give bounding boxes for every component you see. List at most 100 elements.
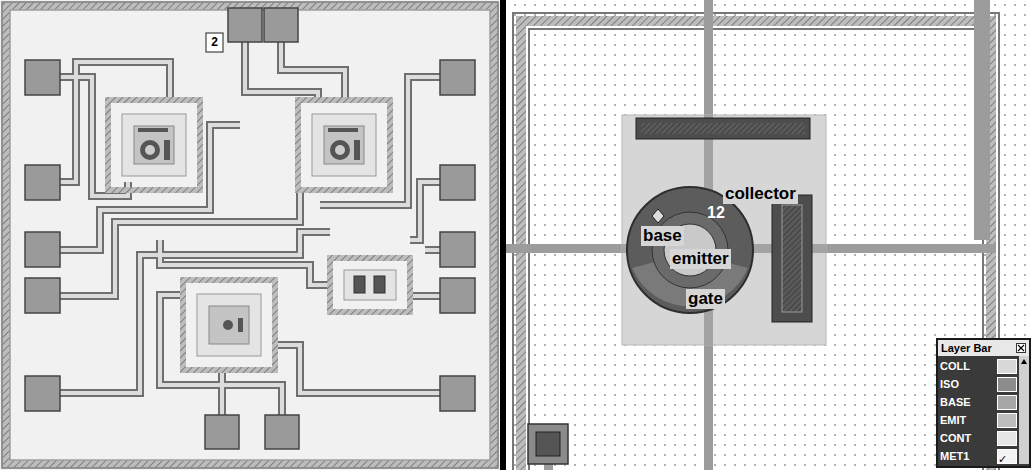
zoomed-cell xyxy=(506,0,1033,470)
transistor-cell xyxy=(324,126,364,164)
base-region xyxy=(622,115,826,345)
transistor-cell xyxy=(108,100,200,190)
transistor-cell xyxy=(209,306,249,344)
transistor-cell xyxy=(328,128,358,132)
bond-pad xyxy=(440,278,475,313)
layer-row: ISO xyxy=(940,375,1017,393)
transistor-cell xyxy=(298,100,390,190)
metal-wire xyxy=(281,42,345,100)
bond-pad xyxy=(440,376,475,411)
transistor-cell xyxy=(138,128,168,132)
layer-row: CONT xyxy=(940,429,1017,447)
transistor-cell xyxy=(108,100,390,370)
bond-pad xyxy=(25,165,60,200)
layer-list: COLL ISO BASE EMIT CONT MET1 ✓ xyxy=(938,356,1029,466)
metal-wire xyxy=(60,77,128,196)
gate-contact xyxy=(772,195,812,322)
resistor-cell xyxy=(330,258,410,312)
transistor-cell xyxy=(183,280,275,370)
layer-swatch xyxy=(997,395,1017,410)
collector-contact xyxy=(636,118,810,139)
bond-pad xyxy=(440,60,475,95)
bond-pad xyxy=(265,415,299,449)
zoomed-cell xyxy=(506,0,1033,470)
layer-swatch xyxy=(997,431,1017,446)
bond-pad xyxy=(25,278,60,313)
transistor-cell xyxy=(298,100,390,190)
chip-overview xyxy=(2,2,498,468)
close-icon xyxy=(1018,345,1024,351)
metal-wire xyxy=(410,292,440,300)
close-icon xyxy=(1016,343,1026,353)
callout-number: 12 xyxy=(707,204,725,222)
layer-bar-panel: Layer BarCOLL ISO BASE EMIT CONT MET1 ✓ xyxy=(936,338,1031,468)
isolation-ring xyxy=(513,13,999,470)
terminal-name: base xyxy=(641,226,684,246)
metal-wire xyxy=(60,42,440,415)
layer-swatch xyxy=(997,359,1017,374)
chip-overview xyxy=(0,0,500,470)
transistor-cell xyxy=(108,100,200,190)
terminal-name: gate xyxy=(686,289,725,309)
bond-pad xyxy=(228,8,262,42)
chip-overview xyxy=(6,6,494,464)
gate-contact xyxy=(782,205,802,312)
metal-wire xyxy=(425,248,440,252)
chip-overview xyxy=(10,10,490,460)
metal-trace xyxy=(974,0,990,240)
metal-wire xyxy=(220,370,224,415)
isolation-ring xyxy=(513,13,999,470)
metal-wire xyxy=(160,295,282,415)
corner-contact xyxy=(528,424,568,464)
metal-wire xyxy=(218,370,226,415)
bond-pad xyxy=(25,8,475,449)
layer-swatch xyxy=(997,413,1017,428)
check-mark: ✓ xyxy=(998,453,1007,465)
metal-wire xyxy=(425,246,440,254)
layer-row: BASE xyxy=(940,393,1017,411)
collector-contact xyxy=(636,118,810,139)
terminal-name: emitter xyxy=(670,249,731,269)
transistor-cell xyxy=(335,145,345,155)
transistor-cell xyxy=(330,140,350,160)
metal-wire xyxy=(410,182,440,240)
metal-wire xyxy=(160,295,282,415)
transistor-cell xyxy=(122,114,186,176)
transistor-cell xyxy=(140,140,160,160)
metal-wire xyxy=(275,345,440,393)
panel-title: Layer Bar xyxy=(941,342,992,354)
layer-name: CONT xyxy=(940,432,971,444)
bond-pad xyxy=(25,376,60,411)
resistor-cell xyxy=(374,276,385,293)
close-icon xyxy=(1017,344,1026,353)
layer-swatch: ✓ xyxy=(997,449,1017,464)
terminal-name: collector xyxy=(723,184,798,204)
transistor-cell xyxy=(145,145,155,155)
bond-pad xyxy=(25,232,60,267)
base-region xyxy=(622,115,826,345)
metal-wire xyxy=(275,345,440,393)
resistor-cell xyxy=(354,276,365,293)
gate-contact xyxy=(772,195,812,322)
transistor-cell xyxy=(223,320,233,330)
layer-row: COLL xyxy=(940,357,1017,375)
layer-rows: COLL ISO BASE EMIT CONT MET1 ✓ xyxy=(938,356,1019,466)
bond-pad xyxy=(25,60,60,95)
layer-name: MET1 xyxy=(940,450,969,462)
transistor-cell xyxy=(197,294,261,356)
zoomed-cell xyxy=(506,0,1033,470)
transistor-cell xyxy=(183,280,275,370)
transistor-cell xyxy=(312,114,376,176)
layer-row: MET1 ✓ xyxy=(940,447,1017,465)
metal-wire xyxy=(410,294,440,298)
transistor-cell xyxy=(134,126,174,164)
transistor-symbol xyxy=(627,187,753,313)
layer-name: EMIT xyxy=(940,414,966,426)
scroll-arrow xyxy=(1021,359,1027,364)
layer-name: ISO xyxy=(940,378,959,390)
collector-contact xyxy=(641,123,805,134)
bond-pad xyxy=(440,232,475,267)
transistor-cell xyxy=(238,318,243,332)
layer-name: BASE xyxy=(940,396,971,408)
